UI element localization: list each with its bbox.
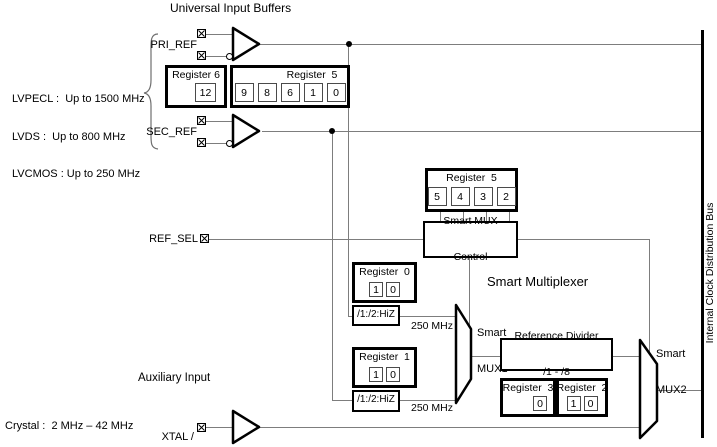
wire-sec-branch [332, 131, 333, 400]
wire-reg5-bit-0 [440, 211, 441, 221]
register1-title: Register 1 [359, 351, 410, 363]
register0-bit-0: 0 [386, 282, 400, 297]
register2-box: Register 2 1 0 [556, 378, 608, 417]
xtal-buffer-icon [231, 409, 261, 445]
input-divider2-box: /1:/2:HiZ [352, 390, 400, 412]
input-spec-list: LVPECL : Up to 1500 MHz LVDS : Up to 800… [12, 68, 145, 206]
reference-divider-box: Reference Divider /1 - /8 [500, 330, 613, 378]
wire-muxcontrol-to-mux1 [469, 257, 470, 327]
register3-box: Register 3 0 [500, 378, 556, 417]
ref-sel-label: REF_SEL [149, 233, 198, 245]
diagram-title: Universal Input Buffers [170, 1, 292, 15]
lead-xtal [206, 427, 233, 428]
register6-title: Register 6 [172, 69, 220, 81]
spec-lvds: LVDS : Up to 800 MHz [12, 130, 126, 143]
wire-reg5-bit-3 [509, 211, 510, 221]
register5-mux-box: Register 5 5 4 3 2 [425, 168, 518, 212]
junction-dot-pri [346, 41, 352, 47]
sec-ref-pin-top-icon [197, 116, 206, 125]
wire-ref-sel [209, 239, 424, 240]
wire-reg5-bit-2 [486, 211, 487, 221]
xtal-pin-icon [197, 423, 206, 432]
register5-mux-bit-2: 2 [496, 187, 516, 206]
register5-input-bit-0: 0 [326, 83, 346, 102]
wire-sec-ref-out [262, 131, 703, 132]
register5-input-bit-6: 6 [280, 83, 300, 102]
auxiliary-input-title: Auxiliary Input [138, 372, 211, 384]
register0-bit-1: 1 [369, 282, 383, 297]
register5-input-bit-1: 1 [303, 83, 323, 102]
register2-bit-1: 1 [566, 396, 581, 411]
wire-muxcontrol-to-mux2-drop [649, 239, 650, 352]
register0-box: Register 0 1 0 [352, 262, 417, 303]
register5-mux-bit-5: 5 [427, 187, 447, 206]
input-group-brace [143, 33, 159, 150]
smart-mux2-label: Smart MUX2 [656, 348, 687, 396]
register5-mux-bit-4: 4 [450, 187, 470, 206]
ref-sel-pin-icon [200, 234, 209, 243]
crystal-spec-label: Crystal : 2 MHz – 42 MHz [5, 420, 134, 432]
register5-input-bit-9: 9 [234, 83, 254, 102]
freq-mux1-input1: 250 MHz [411, 320, 454, 332]
junction-dot-sec [329, 128, 335, 134]
wire-pri-branch [348, 44, 349, 316]
pri-ref-label: PRI_REF [150, 39, 197, 51]
wire-sec-branch-elbow [332, 400, 353, 401]
pri-ref-buffer-icon [231, 26, 261, 62]
lead-pri-bottom [206, 56, 228, 57]
wire-divider2-to-mux1 [400, 400, 457, 401]
input-divider1-box: /1:/2:HiZ [352, 305, 400, 326]
lead-pri-top [206, 34, 238, 35]
register3-bit-0: 0 [533, 396, 547, 411]
register1-bit-1: 1 [369, 367, 383, 382]
register6-bit-12: 12 [195, 83, 216, 102]
wire-xtal-to-mux2 [259, 427, 641, 428]
smart-mux-control-box: Smart MUX Control [423, 215, 518, 263]
wire-refdivider-to-mux2 [612, 356, 641, 357]
wire-reg5-bit-1 [463, 211, 464, 221]
lead-sec-bottom [206, 143, 228, 144]
bus-label: Internal Clock Distribution Bus [704, 202, 716, 344]
register5-mux-bit-3: 3 [473, 187, 493, 206]
register5-mux-title: Register 5 [446, 172, 497, 184]
register2-bit-0: 0 [583, 396, 598, 411]
spec-lvpecl: LVPECL : Up to 1500 MHz [12, 93, 145, 105]
spec-lvcmos: LVCMOS : Up to 250 MHz [12, 168, 141, 180]
wire-divider1-to-mux1 [400, 316, 457, 317]
smart-mux1-label: Smart MUX1 [477, 327, 508, 375]
wire-pri-ref-out [259, 44, 703, 45]
internal-clock-distribution-bus [701, 30, 704, 438]
pri-ref-pin-top-icon [197, 29, 206, 38]
wire-pri-branch-elbow [348, 316, 355, 317]
sec-ref-buffer-icon [231, 113, 261, 149]
register6-box: Register 6 12 [165, 65, 227, 108]
wire-mux2-out [656, 390, 703, 391]
lead-sec-top [206, 121, 238, 122]
xtal-aux-label: XTAL / AUX IN [161, 431, 194, 443]
register2-title: Register 2 [556, 382, 608, 394]
smart-mux1-shape [454, 303, 473, 405]
register5-input-box: Register 5 9 8 6 1 0 [230, 65, 350, 108]
pri-ref-pin-bottom-icon [197, 51, 206, 60]
pri-ref-invert-bubble-icon [226, 53, 233, 60]
smart-multiplexer-title: Smart Multiplexer [487, 274, 589, 289]
register3-title: Register 3 [502, 382, 554, 394]
register1-bit-0: 0 [386, 367, 400, 382]
register1-box: Register 1 1 0 [352, 347, 417, 388]
smart-mux2-shape [638, 338, 659, 440]
sec-ref-label: SEC_REF [146, 126, 197, 138]
freq-mux1-input2: 250 MHz [411, 402, 454, 414]
wire-muxcontrol-to-mux2 [517, 239, 650, 240]
register5-input-title: Register 5 [286, 69, 338, 81]
sec-ref-pin-bottom-icon [197, 138, 206, 147]
wire-mux1-to-refdivider [470, 356, 501, 357]
sec-ref-invert-bubble-icon [226, 140, 233, 147]
register5-input-bit-8: 8 [257, 83, 277, 102]
register0-title: Register 0 [359, 266, 410, 278]
